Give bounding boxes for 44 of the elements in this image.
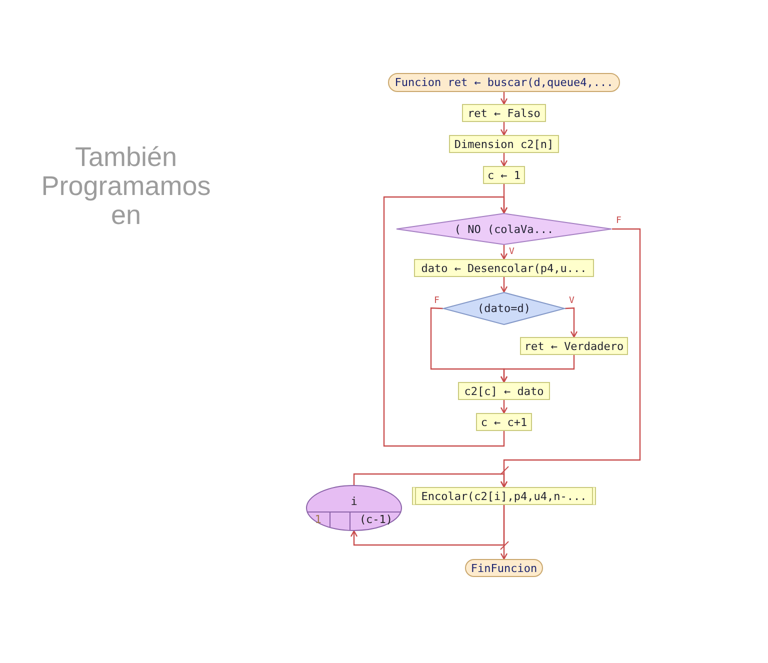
loop-bound-text: 1 xyxy=(314,513,322,526)
statement-text: FinFuncion xyxy=(470,562,538,574)
loop-bound-text: (c-1) xyxy=(358,513,394,526)
terminal-pill xyxy=(465,559,543,577)
statement-text: c ← c+1 xyxy=(480,416,528,428)
statement-text: Encolar(c2[i],p4,u4,n-... xyxy=(421,490,587,502)
process-box xyxy=(449,135,559,153)
statement-text: ret ← Verdadero xyxy=(524,340,624,352)
flow-arrow xyxy=(353,473,508,488)
flow-arrow xyxy=(500,505,508,560)
flow-arrow xyxy=(500,92,508,105)
flow-arrow xyxy=(500,277,508,293)
statement-text: c ← 1 xyxy=(487,168,521,182)
flow-arrow xyxy=(500,153,508,167)
edge-label: F xyxy=(615,216,622,226)
condition-text: (dato=d) xyxy=(478,302,530,315)
flow-arrow xyxy=(383,196,508,447)
process-box xyxy=(483,166,525,184)
subprocess-box xyxy=(412,487,596,505)
loop-ellipse xyxy=(306,485,402,531)
flow-arrow xyxy=(500,355,575,383)
statement-text: Funcion ret ← buscar(d,queue4,... xyxy=(394,76,614,89)
flow-arrow xyxy=(500,245,508,260)
edge-label: F xyxy=(433,296,440,306)
edge-label: V xyxy=(508,247,516,257)
statement-text: dato ← Desencolar(p4,u... xyxy=(421,262,587,274)
tagline-text: También Programamos en xyxy=(40,143,212,230)
flow-arrow xyxy=(564,307,578,338)
statement-text: c2[c] ← dato xyxy=(464,384,544,398)
process-box xyxy=(458,382,550,400)
statement-text: Dimension c2[n] xyxy=(454,138,554,150)
decision-diamond xyxy=(443,292,565,325)
process-box xyxy=(462,104,546,122)
loop-variable-text: i xyxy=(350,495,358,508)
edge-label: V xyxy=(568,296,576,306)
flow-arrow xyxy=(500,122,508,136)
process-box xyxy=(476,413,532,431)
process-box xyxy=(414,259,594,277)
process-box xyxy=(520,337,628,355)
decision-diamond xyxy=(396,213,612,245)
flow-arrow xyxy=(500,400,508,414)
statement-text: ret ← Falso xyxy=(468,106,540,120)
terminal-pill xyxy=(388,73,620,92)
condition-text: ( NO (colaVa... xyxy=(454,222,554,236)
